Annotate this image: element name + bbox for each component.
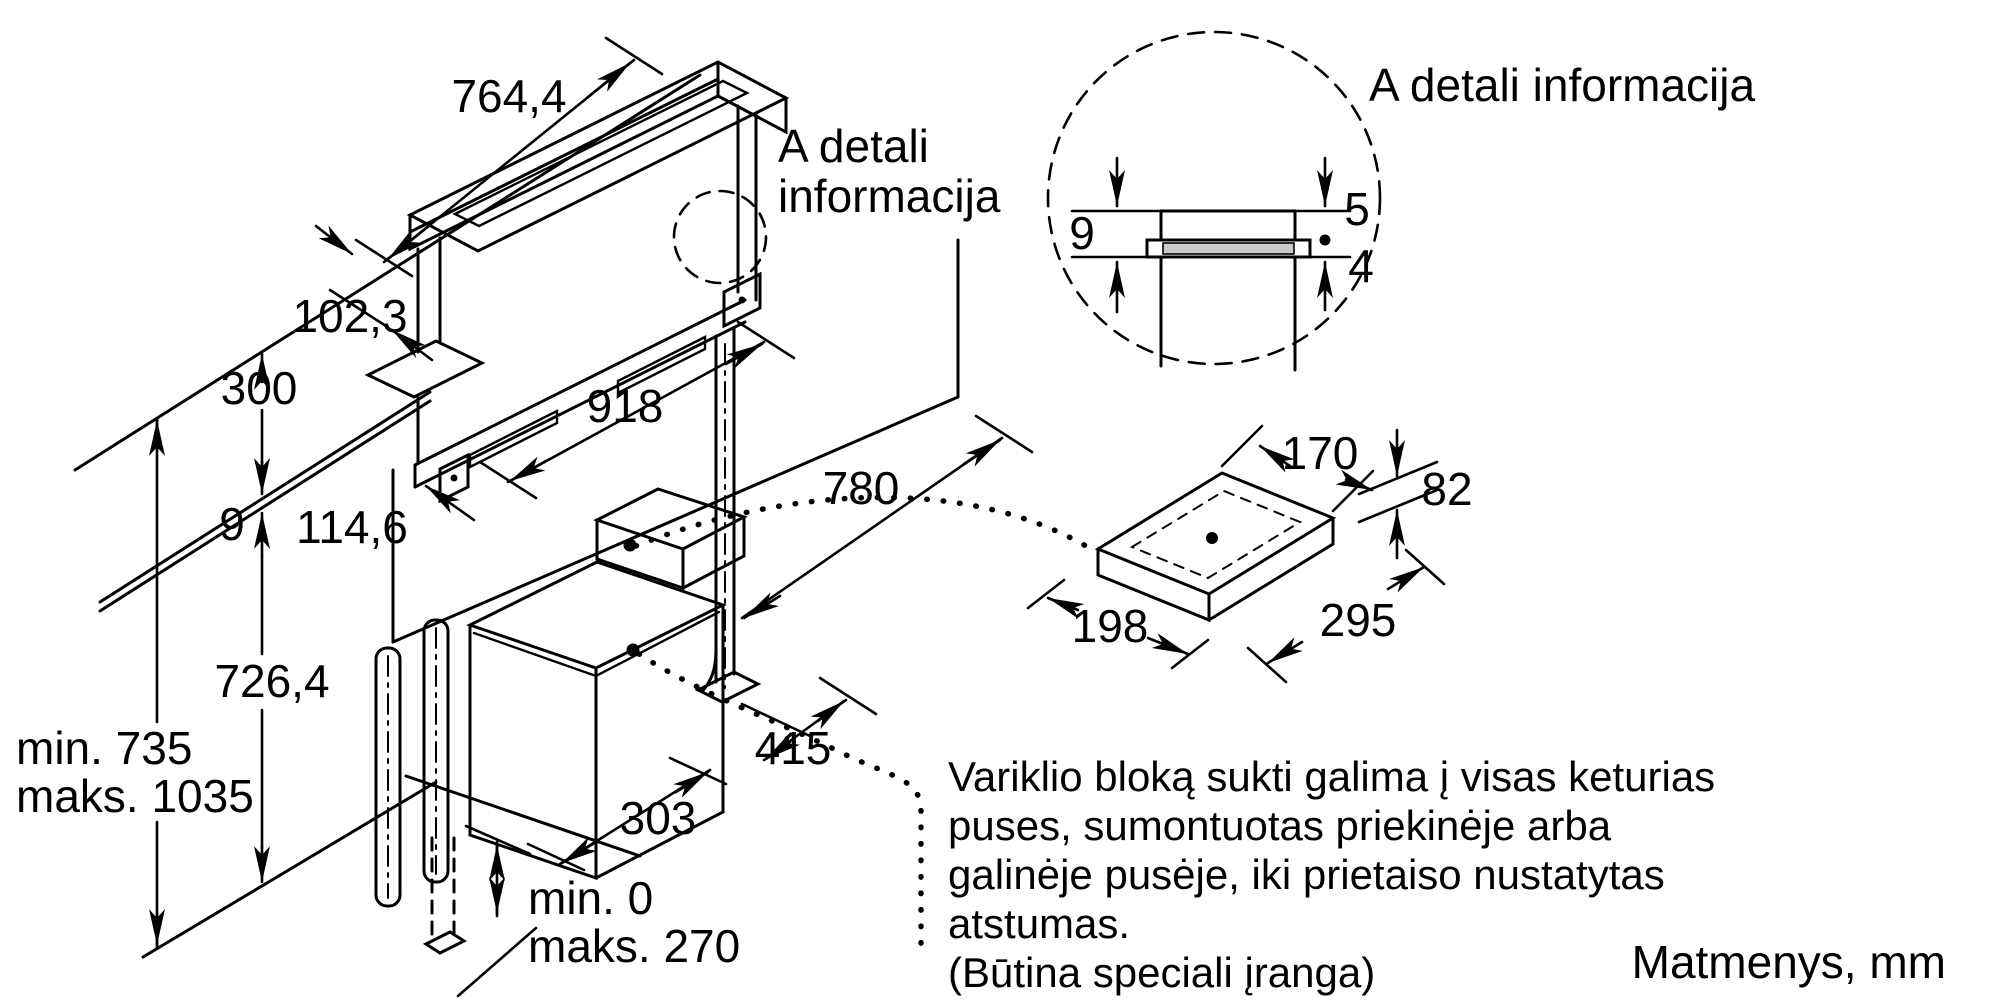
detail-callout-left-line2: informacija [778,170,1001,222]
dim-label-maks270: maks. 270 [528,920,741,972]
detail-label-4: 4 [1348,240,1374,292]
dim-label-300: 300 [220,362,298,414]
detail-callout-left-line1: A detali [778,120,929,172]
dim-label-303: 303 [619,792,697,844]
right-leg [694,326,762,704]
note-line-3: galinėje pusėje, iki prietaiso nustatyta… [948,851,1665,898]
leader-dots [623,538,640,657]
dim-780 [740,414,1034,620]
motor-label-170: 170 [1281,427,1359,479]
detail-a-view [1046,30,1382,372]
note-line-5: (Būtina speciali įranga) [948,949,1376,996]
dim-303 [526,756,728,872]
detail-circle-marker [672,189,768,285]
dim-label-726: 726,4 [214,655,330,707]
dim-114 [424,484,476,522]
detail-callout-right-title: A detali informacija [1369,59,1756,111]
detail-label-5: 5 [1344,183,1370,235]
back-panel [391,238,960,644]
dim-918 [478,320,796,500]
dim-764 [354,36,664,278]
dim-foot [456,824,538,998]
motor-box [466,560,727,881]
units-note: Matmenys, mm [1631,936,1946,988]
note-line-1: Variklio bloką sukti galima į visas ketu… [948,753,1716,800]
note-line-4: atstumas. [948,900,1131,947]
motor-label-295: 295 [1319,594,1397,646]
note-line-2: puses, sumontuotas priekinėje arba [948,802,1612,849]
duct-box [593,487,748,591]
dim-label-415: 415 [754,722,832,774]
dim-label-114: 114,6 [296,501,408,553]
motor-label-198: 198 [1071,600,1149,652]
motor-label-82: 82 [1421,463,1473,515]
dim-label-764: 764,4 [451,70,567,122]
dim-label-9: 9 [219,498,245,550]
dim-label-maks1035: maks. 1035 [16,770,254,822]
left-legs [374,618,468,955]
dim-label-918: 918 [586,380,664,432]
dim-label-102: 102,3 [292,290,408,342]
right-column [722,104,762,329]
dim-label-min0: min. 0 [528,872,654,924]
dim-102 [314,224,434,362]
dim-415 [740,676,878,762]
detail-label-9: 9 [1069,207,1095,259]
dim-label-min735: min. 735 [16,722,193,774]
dotted-leaders [633,494,1089,955]
mounting-rail [413,298,747,504]
motor-unit-detail [1026,424,1446,684]
dim-label-780: 780 [822,462,900,514]
